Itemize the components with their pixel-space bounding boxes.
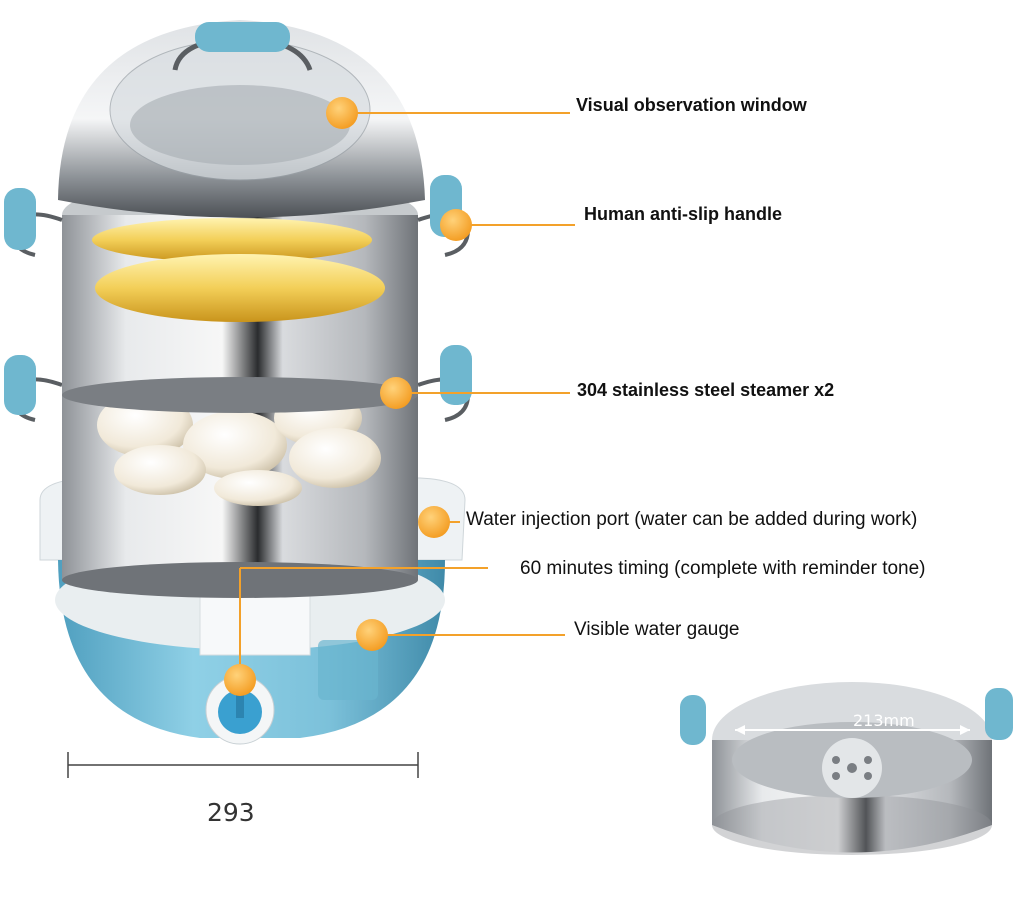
glass-lid: [58, 20, 425, 218]
callout-timing: 60 minutes timing (complete with reminde…: [520, 558, 926, 579]
gauge-dot: [356, 619, 388, 651]
inner-diameter-label: 213mm: [853, 711, 915, 730]
callout-anti-slip-handle: Human anti-slip handle: [584, 204, 783, 224]
callout-leaders: [239, 112, 575, 680]
width-dimension: [67, 752, 419, 778]
steamer-dot: [380, 377, 412, 409]
window-dot: [326, 97, 358, 129]
callout-dots: [224, 97, 472, 696]
width-dimension-label: 293: [207, 798, 255, 827]
handle-dot: [440, 209, 472, 241]
callout-water-injection-port: Water injection port (water can be added…: [466, 509, 918, 530]
callout-visual-observation-window: Visual observation window: [576, 95, 807, 115]
timing-dot: [224, 664, 256, 696]
water-port-dot: [418, 506, 450, 538]
callout-stainless-steamer: 304 stainless steel steamer x2: [577, 380, 835, 400]
callout-water-gauge: Visible water gauge: [574, 619, 740, 640]
detached-steamer-basket: [680, 682, 1013, 855]
